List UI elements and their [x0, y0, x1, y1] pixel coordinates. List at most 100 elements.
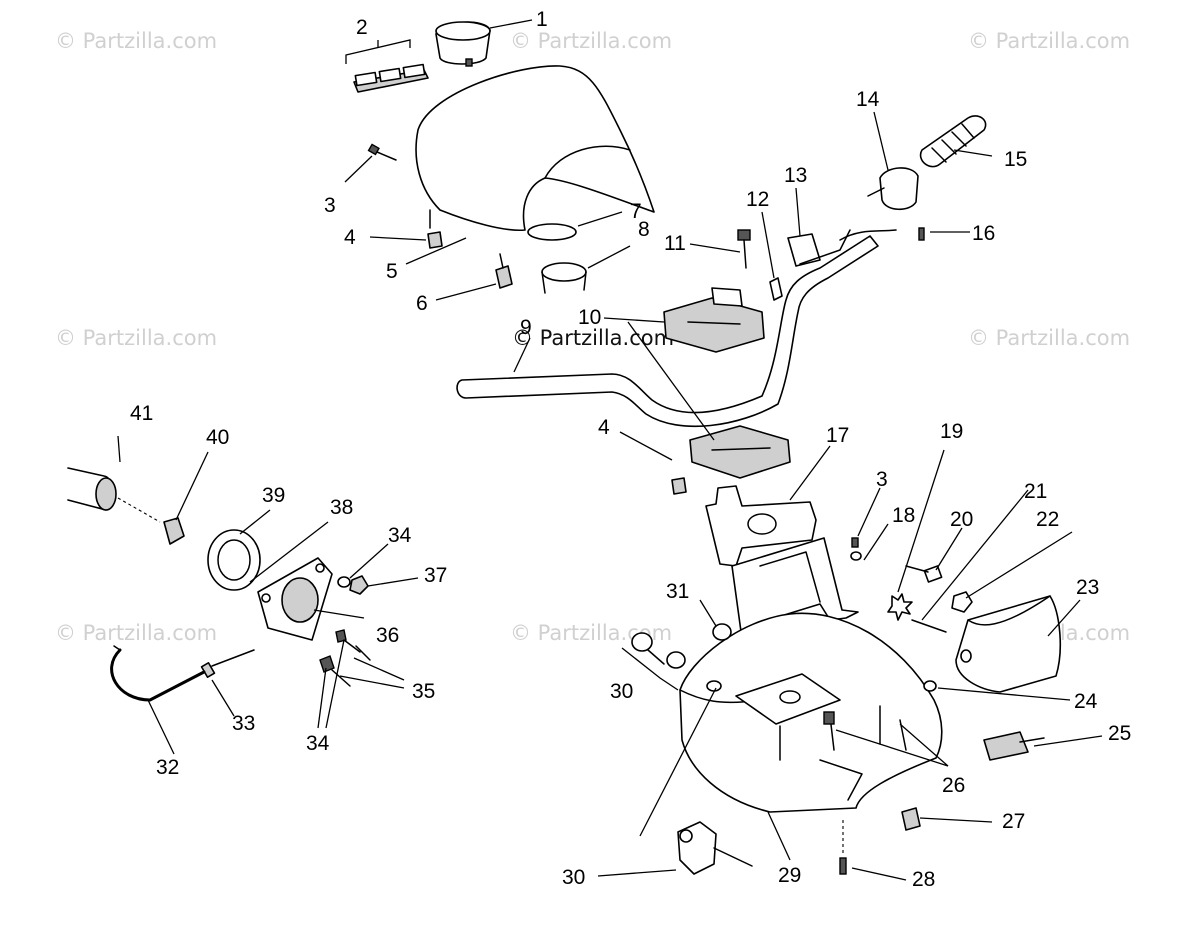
callout-labels: 1 2 3 4 5 6 7 8 9 10 11 12 13 14 15 16 4…	[130, 8, 1131, 891]
cable-fitting	[163, 517, 185, 545]
center-watermark: © Partzilla.com	[512, 326, 674, 350]
callout-18: 18	[892, 504, 915, 527]
callout-19: 19	[940, 420, 963, 443]
ignition-switch	[631, 632, 665, 665]
drive-bolt	[319, 655, 335, 673]
key-switch-lower	[677, 821, 753, 875]
callout-16: 16	[972, 222, 995, 245]
callout-20: 20	[950, 508, 973, 531]
watermark: © Partzilla.com	[968, 326, 1130, 350]
throttle-housing	[867, 167, 919, 211]
callout-14: 14	[856, 88, 880, 111]
callout-24: 24	[1074, 690, 1098, 713]
switch-hole	[706, 680, 722, 692]
lower-shroud	[679, 612, 943, 813]
callout-40: 40	[206, 426, 229, 449]
callout-33: 33	[232, 712, 255, 735]
leader-lines	[117, 19, 1103, 881]
speedometer-head	[67, 467, 161, 523]
seal-washer	[207, 529, 261, 591]
callout-41: 41	[130, 402, 153, 425]
shroud-screw	[839, 857, 847, 875]
shroud-clip	[901, 807, 921, 831]
callout-10: 10	[578, 306, 601, 329]
callout-11: 11	[664, 232, 686, 255]
rubber-grommet	[712, 623, 732, 641]
o-ring	[923, 680, 937, 692]
watermark: © Partzilla.com	[55, 621, 217, 645]
bracket-clip	[671, 477, 687, 495]
callout-8: 8	[638, 218, 650, 241]
drive-bolt	[335, 629, 347, 643]
adjuster-bolt	[911, 619, 947, 633]
callout-3: 3	[876, 468, 888, 491]
watermark: © Partzilla.com	[510, 29, 672, 53]
callout-29: 29	[778, 864, 801, 887]
headlight-pod	[415, 65, 655, 232]
wire-connector	[983, 731, 1029, 761]
cable-adapter	[200, 649, 255, 678]
callout-2: 2	[356, 16, 368, 39]
callout-7: 7	[630, 200, 642, 223]
adjuster-gear	[887, 593, 913, 621]
shroud-nut	[823, 711, 835, 725]
callout-32: 32	[156, 756, 179, 779]
callout-30: 30	[610, 680, 633, 703]
bracket-washer	[850, 551, 862, 561]
callout-36: 36	[376, 624, 399, 647]
callout-5: 5	[386, 260, 398, 283]
lens-ring	[527, 223, 577, 241]
callout-4: 4	[344, 226, 356, 249]
callout-37: 37	[424, 564, 447, 587]
indicator-lights	[345, 39, 429, 93]
lock-nut	[349, 575, 369, 595]
callout-35: 35	[412, 680, 435, 703]
callout-28: 28	[912, 868, 935, 891]
callout-30: 30	[562, 866, 585, 889]
callout-13: 13	[784, 164, 807, 187]
callout-23: 23	[1076, 576, 1099, 599]
clamp-bolt	[737, 229, 751, 269]
callout-22: 22	[1036, 508, 1059, 531]
handlebar	[456, 235, 879, 428]
drive-mounting-plate	[257, 557, 333, 641]
adjuster-nut	[951, 591, 973, 613]
watermark: © Partzilla.com	[968, 29, 1130, 53]
bulb-socket	[905, 565, 943, 583]
handlebar-assembly	[456, 115, 987, 479]
callout-31: 31	[666, 580, 689, 603]
callout-9: 9	[520, 316, 532, 339]
speedometer-drive-assembly	[67, 467, 371, 702]
handlebar-clamp-upper	[663, 287, 765, 353]
callout-3: 3	[324, 194, 336, 217]
console-assembly	[671, 477, 943, 875]
pod-screw	[367, 143, 397, 161]
hand-grip	[919, 115, 987, 168]
switch-nut	[666, 651, 686, 669]
callout-4: 4	[598, 416, 610, 439]
callout-17: 17	[826, 424, 849, 447]
switch-parts	[621, 623, 753, 875]
bracket-screw	[851, 537, 859, 548]
speedometer-cable	[110, 648, 206, 702]
callout-39: 39	[262, 484, 285, 507]
retaining-ring	[541, 262, 587, 294]
callout-38: 38	[330, 496, 353, 519]
watermark: © Partzilla.com	[55, 29, 217, 53]
callout-12: 12	[746, 188, 769, 211]
shroud-plate	[735, 673, 841, 725]
throttle-screw	[918, 227, 925, 241]
washer	[337, 576, 351, 588]
callout-1: 1	[536, 8, 548, 31]
callout-15: 15	[1004, 148, 1027, 171]
headlight-pod-assembly	[345, 21, 655, 294]
speedometer-gauge	[435, 21, 491, 67]
handlebar-clamp-lower	[689, 425, 791, 479]
callout-26: 26	[942, 774, 965, 797]
callout-34: 34	[306, 732, 330, 755]
brake-lever-switch	[787, 229, 897, 267]
pod-clip	[427, 231, 443, 249]
cable-spacer	[769, 277, 783, 301]
headlamp-housing	[955, 595, 1062, 693]
watermark: © Partzilla.com	[55, 326, 217, 350]
